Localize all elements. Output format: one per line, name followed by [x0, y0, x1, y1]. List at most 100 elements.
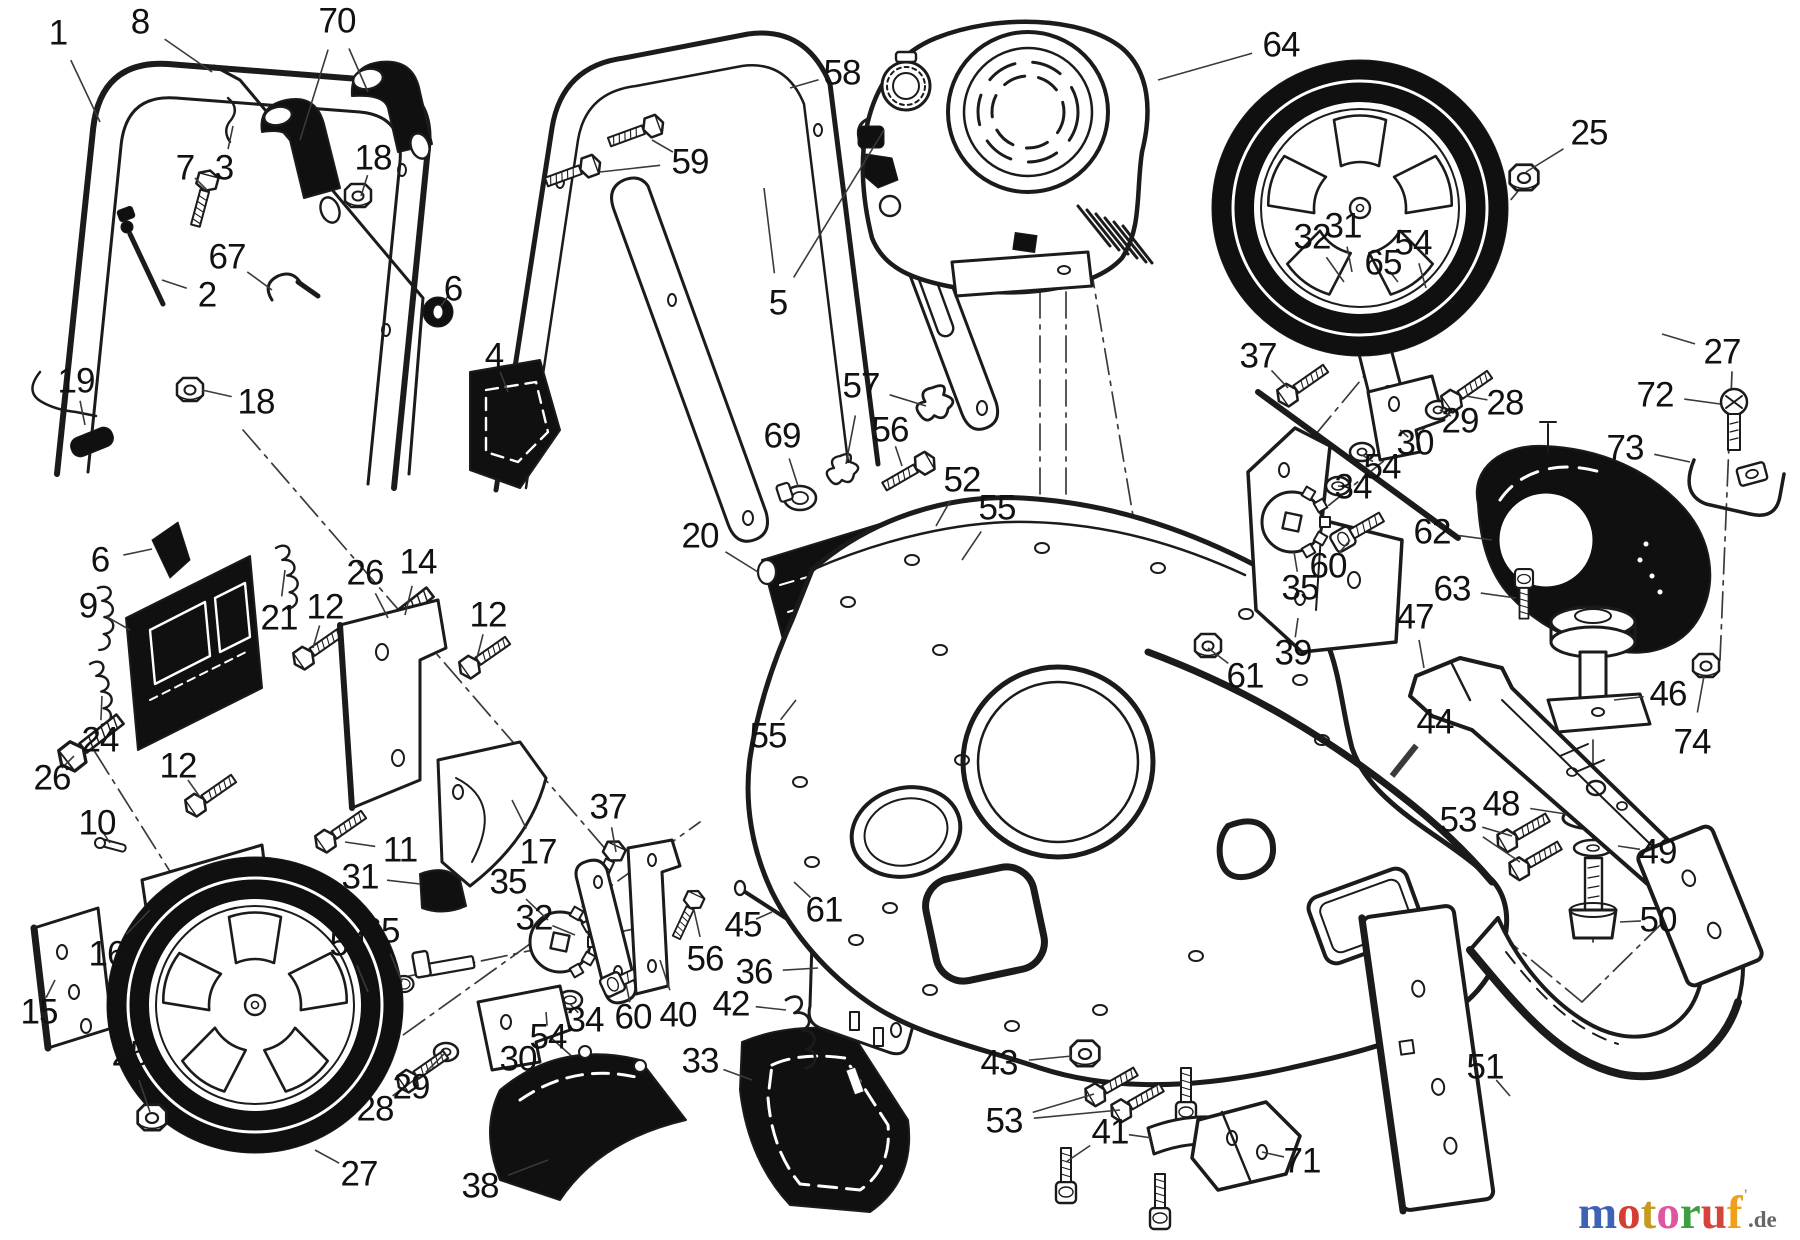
motoruf-watermark: motoruf'.de: [1578, 1188, 1777, 1237]
trademark-tick: ': [1743, 1187, 1748, 1204]
leader-line-53: [1033, 1109, 1121, 1119]
part-number-label-32: 32: [515, 898, 554, 938]
part-number-label-18: 18: [237, 382, 276, 422]
leader-line-24: [100, 695, 103, 721]
leader-line-17: [511, 799, 528, 829]
part-number-label-51: 51: [1466, 1047, 1505, 1087]
part-number-label-60: 60: [614, 997, 653, 1037]
leader-line-45: [755, 911, 773, 920]
part-number-label-7: 7: [175, 148, 195, 188]
part-number-label-33: 33: [681, 1041, 720, 1081]
leader-line-32: [1325, 256, 1345, 283]
leader-line-27: [1661, 333, 1696, 345]
part-number-label-57: 57: [842, 366, 881, 406]
leader-line-71: [1261, 1151, 1285, 1158]
deck-mount-hardware: [1054, 1039, 1302, 1231]
watermark-letter: f: [1726, 1187, 1743, 1239]
part-number-label-47: 47: [1396, 597, 1435, 637]
leader-line-56: [894, 445, 903, 467]
leader-line-52: [935, 500, 951, 527]
part-number-label-59: 59: [671, 142, 710, 182]
leader-line-69: [788, 458, 799, 487]
leader-line-35: [525, 898, 549, 921]
control-grille: [70, 548, 263, 751]
leader-line-59: [599, 164, 661, 173]
part-number-label-72: 72: [1636, 375, 1675, 415]
lower-handle-loop-drawing: [493, 30, 881, 493]
part-number-label-70: 70: [318, 1, 357, 41]
leader-line-70: [299, 49, 329, 141]
part-number-label-3: 3: [214, 148, 234, 188]
part-number-label-28: 28: [1486, 383, 1525, 423]
leader-line-74: [1696, 675, 1705, 713]
leader-line-60: [625, 983, 631, 1003]
leader-line-58: [789, 78, 819, 89]
leader-line-65: [1389, 271, 1399, 283]
part-number-label-41: 41: [1091, 1112, 1130, 1152]
part-number-label-42: 42: [712, 984, 751, 1024]
leader-line-53: [1482, 836, 1521, 863]
leader-line-65: [389, 953, 403, 983]
part-number-label-53: 53: [1439, 800, 1478, 840]
leader-line-54: [356, 965, 369, 993]
leader-line-19: [79, 400, 86, 426]
leader-line-7: [194, 177, 208, 191]
part-number-label-8: 8: [130, 2, 150, 42]
part-number-label-58: 58: [823, 53, 862, 93]
watermark-letters: motoruf: [1578, 1190, 1742, 1237]
part-number-label-56: 56: [871, 410, 910, 450]
watermark-letter: u: [1700, 1187, 1727, 1239]
part-number-label-25: 25: [1570, 113, 1609, 153]
part-number-label-54: 54: [329, 924, 368, 964]
leader-line-43: [1028, 1055, 1073, 1061]
part-number-label-60: 60: [1309, 546, 1348, 586]
deflector-chute: [469, 359, 561, 489]
part-number-label-6: 6: [90, 540, 110, 580]
part-number-label-17: 17: [519, 832, 558, 872]
part-number-label-52: 52: [943, 460, 982, 500]
leader-line-30: [511, 1045, 517, 1054]
leader-line-25: [138, 1079, 151, 1113]
part-number-label-44: 44: [1416, 702, 1455, 742]
part-number-label-26: 26: [346, 553, 385, 593]
belt-cover-drawing: [1475, 421, 1712, 654]
part-number-label-26: 26: [33, 758, 72, 798]
part-number-label-5: 5: [768, 283, 788, 323]
leader-line-42: [755, 1005, 787, 1011]
part-number-label-35: 35: [1281, 568, 1320, 608]
leader-line-29: [425, 1053, 445, 1073]
leader-line-35: [1293, 551, 1299, 572]
part-number-label-61: 61: [805, 890, 844, 930]
engine-drawing: [857, 19, 1154, 298]
leader-line-28: [1465, 395, 1488, 401]
part-number-label-27: 27: [1703, 332, 1742, 372]
leader-line-60: [1337, 539, 1351, 555]
leader-line-3: [227, 125, 234, 150]
watermark-letter: o: [1656, 1187, 1680, 1239]
part-number-label-6: 6: [443, 269, 463, 309]
part-number-label-54: 54: [529, 1017, 568, 1057]
part-number-label-53: 53: [985, 1101, 1024, 1141]
leader-line-57: [845, 415, 857, 465]
part-number-label-48: 48: [1482, 784, 1521, 824]
part-number-label-65: 65: [362, 911, 401, 951]
leader-line-37: [610, 827, 617, 853]
watermark-letter: o: [1617, 1187, 1641, 1239]
part-number-label-15: 15: [20, 992, 59, 1032]
part-number-label-32: 32: [1293, 217, 1332, 257]
leader-line-4: [499, 371, 509, 393]
leader-line-61: [793, 881, 812, 898]
part-number-label-40: 40: [659, 995, 698, 1035]
watermark-letter: r: [1679, 1187, 1701, 1239]
leader-line-72: [1684, 398, 1721, 405]
leader-line-56: [693, 909, 701, 938]
leader-line-41: [1128, 1133, 1153, 1139]
part-number-label-4: 4: [484, 336, 504, 376]
engine-mount-hardware: [1687, 387, 1786, 517]
part-number-label-34: 34: [566, 1000, 605, 1040]
leader-line-5: [792, 129, 885, 278]
leader-line-61: [1207, 647, 1229, 665]
leader-line-29: [1439, 409, 1452, 417]
part-number-label-71: 71: [1283, 1141, 1322, 1181]
part-number-label-50: 50: [1639, 900, 1678, 940]
